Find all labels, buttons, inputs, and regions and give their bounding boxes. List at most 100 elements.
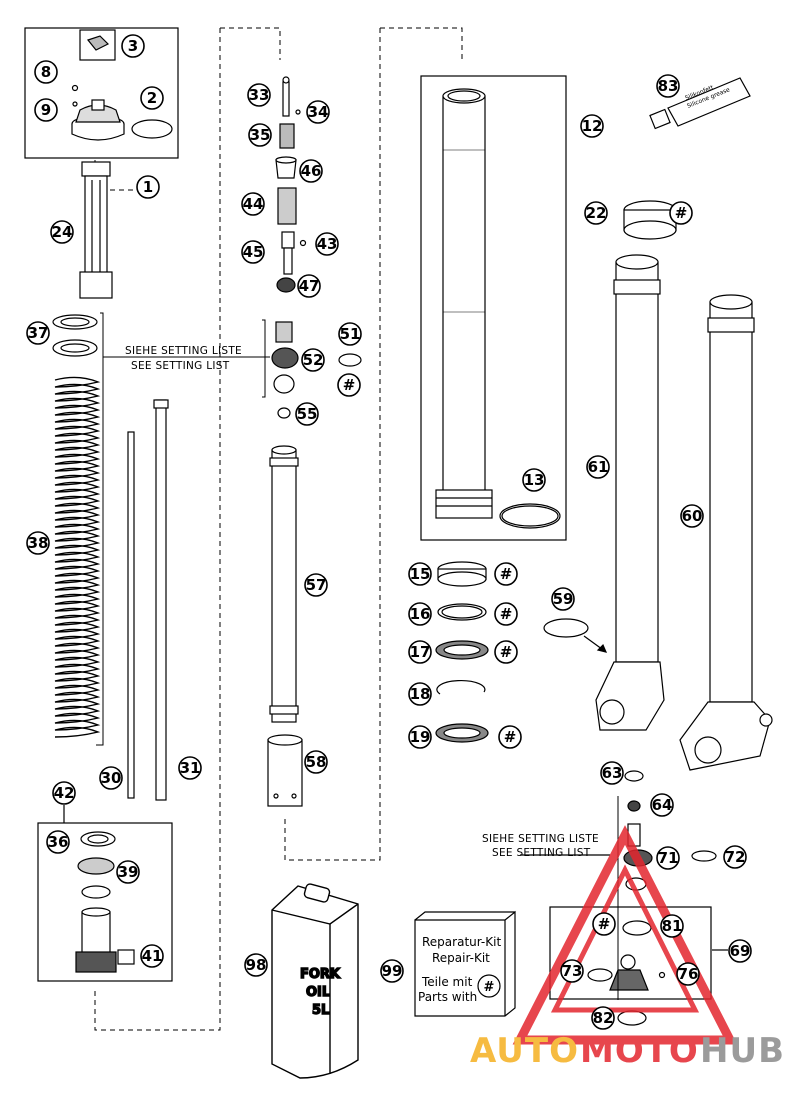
callout-part-64: 64 <box>650 793 674 817</box>
bracket-setting-left <box>96 312 104 746</box>
callout-number: 44 <box>243 195 264 213</box>
callout-number: 72 <box>725 848 746 866</box>
callout-circle <box>140 944 164 968</box>
callout-circle <box>178 756 202 780</box>
callout-circle <box>408 725 432 749</box>
callout-number: 63 <box>602 764 623 782</box>
callout-number: 16 <box>410 605 431 623</box>
callout-part-76: 76 <box>676 962 700 986</box>
rods-30-31 <box>127 399 169 801</box>
callout-number: 52 <box>303 351 324 369</box>
callout-circle <box>46 830 70 854</box>
callout-circle <box>586 455 610 479</box>
watermark-moto: MOTO <box>580 1031 699 1071</box>
callout-number: 18 <box>410 685 431 703</box>
callout-circle <box>241 192 265 216</box>
hash-symbol: # <box>598 915 611 933</box>
callout-circle <box>34 60 58 84</box>
callout-number: 38 <box>28 534 49 552</box>
hash-circle <box>592 912 616 936</box>
callout-number: 61 <box>588 458 609 476</box>
callout-circle <box>551 587 575 611</box>
callout-number: 37 <box>28 324 49 342</box>
callout-part-38: 38 <box>26 531 50 555</box>
hash-symbol: # <box>500 643 513 661</box>
callout-circle <box>244 953 268 977</box>
callout-number: 46 <box>301 162 322 180</box>
automotohub-watermark: AUTO MOTO HUB <box>470 825 784 1071</box>
callout-number: 12 <box>582 117 603 135</box>
callout-circle <box>247 83 271 107</box>
callout-part-61: 61 <box>586 455 610 479</box>
callout-part-72: 72 <box>723 845 747 869</box>
setting-note-2-line-2: SEE SETTING LIST <box>492 847 591 859</box>
callout-part-46: 46 <box>299 159 323 183</box>
callout-number: 13 <box>524 471 545 489</box>
callout-part-24: 24 <box>50 220 74 244</box>
callout-circle <box>591 1006 615 1030</box>
callout-part-39: 39 <box>116 860 140 884</box>
oring-59 <box>543 618 608 653</box>
callout-number: 71 <box>658 849 679 867</box>
repair-kit-line-2: Repair-Kit <box>432 951 490 965</box>
callout-number: 35 <box>250 126 271 144</box>
callout-number: 59 <box>553 590 574 608</box>
frame-part-3 <box>79 29 116 61</box>
hash-symbol: # <box>675 204 688 222</box>
callout-number: 83 <box>658 77 679 95</box>
callout-number: 57 <box>306 576 327 594</box>
callout-repair-kit-hash: # <box>494 562 518 586</box>
callout-part-13: 13 <box>522 468 546 492</box>
callout-circle <box>680 504 704 528</box>
part-callouts: 3892124373830314236394133343546444345475… <box>26 34 752 1030</box>
callout-repair-kit-hash: # <box>669 201 693 225</box>
callout-part-57: 57 <box>304 573 328 597</box>
callout-part-30: 30 <box>99 766 123 790</box>
callout-circle <box>26 321 50 345</box>
callout-circle <box>338 322 362 346</box>
callout-part-12: 12 <box>580 114 604 138</box>
callout-number: 19 <box>410 728 431 746</box>
callout-circle <box>408 562 432 586</box>
hash-circle <box>498 725 522 749</box>
setting-note-1-line-1: SIEHE SETTING LISTE <box>125 345 242 357</box>
parts-42-group <box>63 805 135 973</box>
top-cap-assembly <box>71 35 173 141</box>
callout-number: 9 <box>41 101 51 119</box>
callout-number: 39 <box>118 863 139 881</box>
callout-number: 33 <box>249 86 270 104</box>
callout-circle <box>728 939 752 963</box>
callout-circle <box>34 98 58 122</box>
grease-tube-83 <box>649 77 751 130</box>
callout-circle <box>408 682 432 706</box>
callout-circle <box>26 531 50 555</box>
callout-part-63: 63 <box>600 761 624 785</box>
callout-part-51: 51 <box>338 322 362 346</box>
callout-circle <box>248 123 272 147</box>
callout-number: 17 <box>410 643 431 661</box>
callout-circle <box>656 846 680 870</box>
fork-oil-can: FORK OIL 5L <box>271 883 359 1079</box>
callout-number: 73 <box>562 962 583 980</box>
callout-part-60: 60 <box>680 504 704 528</box>
callout-part-83: 83 <box>656 74 680 98</box>
group-frames <box>24 27 712 1000</box>
callout-repair-kit-hash: # <box>498 725 522 749</box>
callout-circle <box>560 959 584 983</box>
callout-number: 41 <box>142 947 163 965</box>
callout-circle <box>50 220 74 244</box>
callout-circle <box>650 793 674 817</box>
callout-part-42: 42 <box>52 781 76 805</box>
callout-repair-kit-hash: # <box>494 640 518 664</box>
callout-number: 3 <box>128 37 138 55</box>
damper-small-parts <box>271 76 362 419</box>
callout-part-45: 45 <box>241 240 265 264</box>
callout-number: 82 <box>593 1009 614 1027</box>
callout-number: 69 <box>730 942 751 960</box>
callout-circle <box>297 274 321 298</box>
callout-circle <box>315 232 339 256</box>
callout-number: 58 <box>306 753 327 771</box>
setting-note-2-line-1: SIEHE SETTING LISTE <box>482 833 599 845</box>
setting-note-1-line-2: SEE SETTING LIST <box>131 360 230 372</box>
callout-part-81: 81 <box>660 914 684 938</box>
